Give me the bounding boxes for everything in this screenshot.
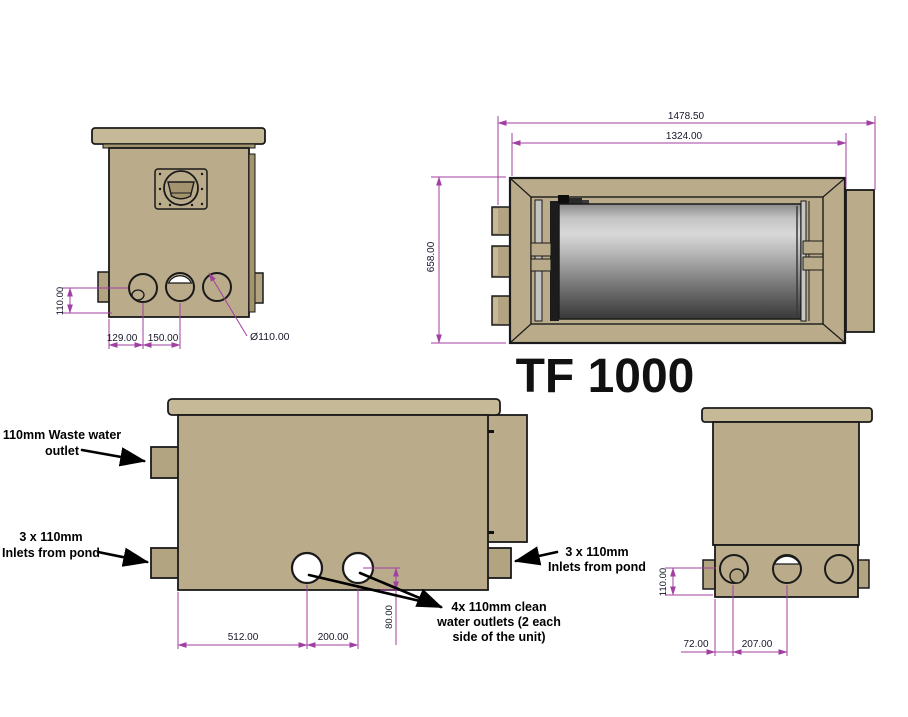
front-view: 110.00 129.00 150.00 Ø110.00 [55, 127, 290, 349]
motor-detail [582, 200, 589, 204]
panel-latch-bottom [488, 531, 494, 534]
dim-80: 80.00 [384, 605, 395, 629]
waste-outlet-arrow [80, 447, 147, 467]
front-hole-2-highlight [167, 275, 193, 284]
rear-dim-hole-spacing: 72.00 207.00 [681, 585, 788, 656]
front-dim-hole-spacing: 129.00 150.00 [107, 303, 181, 349]
top-dim-body-length: 1324.00 [511, 131, 847, 188]
side-dim-outlets: 512.00 200.00 [177, 585, 359, 649]
top-dim-overall-length: 1478.50 [497, 111, 876, 205]
drum-support-left-1 [530, 242, 552, 257]
stub-3-endface [493, 298, 498, 323]
dim-diameter-110: Ø110.00 [250, 331, 290, 343]
rear-hole-1-inner-pipe [729, 568, 745, 584]
dim-150: 150.00 [148, 333, 179, 344]
waste-outlet-label: 110mm Waste water outlet [3, 428, 147, 467]
svg-text:110mm Waste water: 110mm Waste water [3, 428, 121, 442]
inlets-left-label: 3 x 110mm Inlets from pond [2, 530, 150, 567]
drum-support-left-2 [530, 258, 552, 272]
clean-outlets-label: 4x 110mm clean water outlets (2 each sid… [307, 571, 561, 644]
filter-drum [558, 203, 802, 320]
motor-shaft [569, 198, 582, 205]
front-dim-diameter: Ø110.00 [208, 272, 290, 343]
clean-outlet-hole-1 [290, 551, 324, 585]
waste-outlet-stub [150, 446, 180, 479]
front-side-edge [248, 153, 256, 313]
outlet-chamber [845, 189, 875, 333]
inspection-flange [154, 168, 208, 210]
dim-207: 207.00 [742, 639, 773, 650]
rear-left-pipe-stub [702, 559, 716, 590]
drum-end-plate [550, 201, 559, 321]
drum-support-right-1 [802, 240, 824, 255]
side-inlet-stub-right [486, 547, 512, 579]
dim-1478: 1478.50 [668, 111, 705, 122]
side-body [177, 414, 489, 591]
side-lid [167, 398, 501, 416]
inlets-left-arrow [96, 547, 150, 567]
front-dim-pipe-height: 110.00 [55, 287, 128, 315]
dim-110-rear: 110.00 [658, 568, 669, 596]
panel-latch-top [488, 430, 494, 433]
drum-support-right-2 [802, 256, 824, 271]
svg-text:3 x 110mm: 3 x 110mm [19, 530, 82, 544]
rear-body [712, 421, 860, 546]
side-inlet-stub-left [150, 547, 180, 579]
svg-text:Inlets from pond: Inlets from pond [548, 560, 646, 574]
stub-1-endface [493, 209, 498, 233]
rear-dim-pipe-height: 110.00 [658, 567, 716, 596]
dim-200: 200.00 [318, 632, 349, 643]
dim-72: 72.00 [683, 639, 708, 650]
svg-text:3 x 110mm: 3 x 110mm [565, 545, 628, 559]
inlets-right-arrow [513, 546, 559, 566]
side-dim-outlet-offset: 80.00 [363, 567, 400, 645]
side-view: 512.00 200.00 80.00 110mm Waste water ou… [2, 398, 646, 649]
svg-text:Inlets from pond: Inlets from pond [2, 546, 100, 560]
model-title: TF 1000 [516, 350, 695, 403]
dim-1324: 1324.00 [666, 131, 703, 142]
front-hole-1 [128, 273, 158, 303]
rear-hole-3 [824, 554, 854, 584]
front-lid [91, 127, 266, 145]
inlets-right-label: 3 x 110mm Inlets from pond [513, 545, 646, 574]
rear-right-pipe-stub [857, 559, 870, 589]
svg-text:outlet: outlet [45, 444, 80, 458]
svg-text:water outlets (2 each: water outlets (2 each [436, 615, 561, 629]
front-hole-1-inner-pipe [131, 289, 145, 301]
dim-658: 658.00 [426, 241, 437, 272]
clean-outlets-leader-2 [358, 571, 443, 609]
svg-text:4x 110mm clean: 4x 110mm clean [451, 600, 546, 614]
stub-2-endface [493, 248, 498, 275]
drive-motor [558, 195, 569, 208]
svg-text:side of the unit): side of the unit) [452, 630, 545, 644]
rear-view: 110.00 72.00 207.00 [658, 407, 873, 656]
dim-110-front: 110.00 [55, 287, 66, 315]
top-dim-depth: 658.00 [426, 176, 506, 344]
rear-lid [701, 407, 873, 423]
dim-129: 129.00 [107, 333, 138, 344]
rear-hole-2-highlight [773, 555, 801, 565]
side-end-panel [486, 414, 528, 543]
dim-512: 512.00 [228, 632, 259, 643]
flange-pipe-inner [167, 181, 195, 200]
top-cutaway-view: 1478.50 1324.00 658.00 [426, 111, 876, 345]
